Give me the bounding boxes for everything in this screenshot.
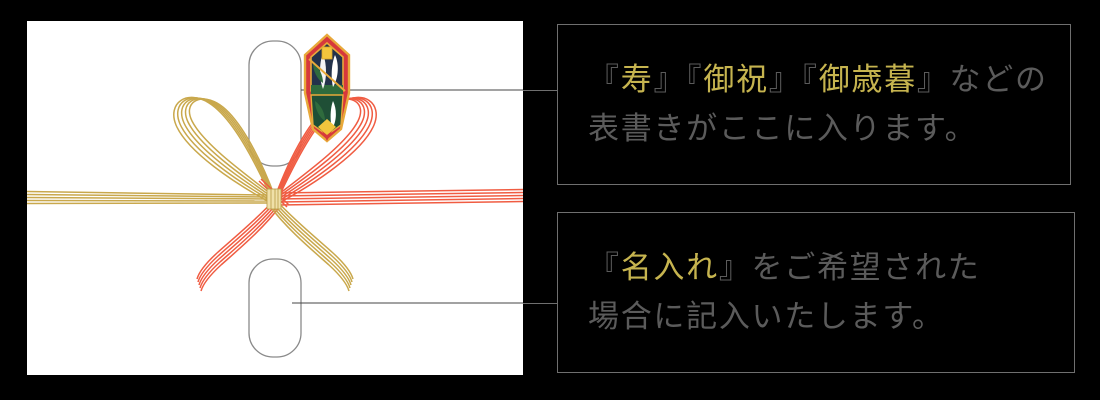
term-kotobuki: 寿: [620, 61, 654, 98]
term-oseibo: 御歳暮: [818, 61, 917, 98]
bracket-pair-1: 』『: [653, 61, 704, 98]
omotegaki-description: 表書きがここに入ります。: [588, 110, 978, 147]
omotegaki-placeholder: [248, 40, 302, 167]
suffix-nadono: 』などの: [916, 61, 1048, 98]
term-oiwai: 御祝: [703, 61, 769, 98]
noshigami-envelope: [27, 21, 523, 375]
mizuhiki-bow: [27, 96, 523, 292]
envelope-graphic: [27, 33, 523, 358]
callout-naire: 『名入れ』をご希望された 場合に記入いたします。: [557, 212, 1075, 373]
callout-naire-line-2: 場合に記入いたします。: [588, 299, 1060, 336]
leader-line-top: [523, 90, 558, 91]
naire-placeholder: [248, 258, 302, 358]
noshi-icon: [303, 33, 351, 143]
callout-omotegaki-line-1: 『寿』『御祝』『御歳暮』などの: [588, 62, 1056, 99]
suffix-gokibou: 』をご希望された: [718, 249, 981, 286]
leader-line-bottom: [523, 303, 558, 304]
bracket-open-1: 『: [588, 61, 621, 98]
mizuhiki-knot: [266, 188, 282, 210]
bracket-pair-2: 』『: [768, 61, 819, 98]
bracket-open-2: 『: [588, 249, 621, 286]
term-naire: 名入れ: [620, 249, 719, 286]
callout-naire-line-1: 『名入れ』をご希望された: [588, 250, 1060, 287]
callout-omotegaki-line-2: 表書きがここに入ります。: [588, 111, 1056, 148]
callout-omotegaki: 『寿』『御祝』『御歳暮』などの 表書きがここに入ります。: [557, 24, 1071, 185]
naire-description: 場合に記入いたします。: [588, 298, 945, 335]
